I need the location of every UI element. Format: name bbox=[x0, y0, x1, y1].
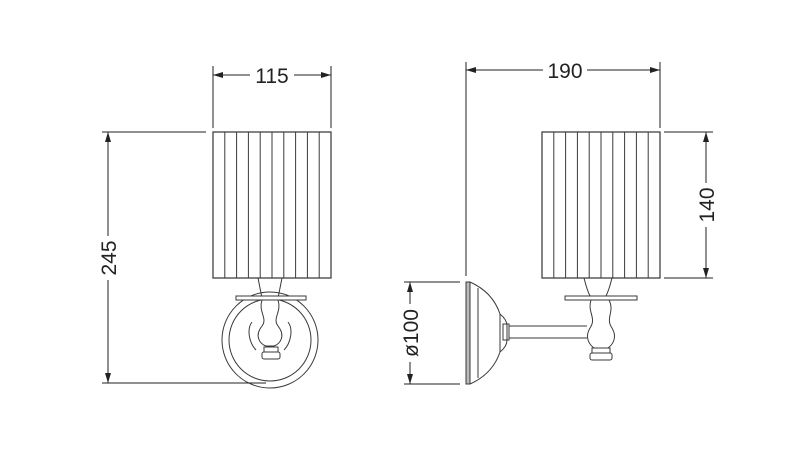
side-candle-vase bbox=[587, 299, 615, 349]
side-shade-pleats bbox=[553, 132, 649, 278]
dim-label-diameter: ø100 bbox=[400, 309, 423, 357]
side-view bbox=[465, 131, 661, 385]
dimension-190: 190 bbox=[466, 60, 660, 276]
front-base-ring bbox=[263, 346, 279, 353]
side-drip-plate bbox=[564, 295, 638, 301]
front-base-foot bbox=[261, 351, 281, 360]
front-arm-loop bbox=[248, 321, 292, 351]
front-shade-pleats bbox=[224, 132, 320, 278]
side-base-foot bbox=[589, 352, 613, 361]
side-dome-cap bbox=[499, 313, 508, 353]
front-drip-plate bbox=[235, 295, 307, 301]
front-backplate-outer bbox=[221, 291, 319, 389]
front-candle-vase bbox=[257, 299, 283, 347]
dimension-245: 245 bbox=[98, 132, 266, 383]
dimension-140: 140 bbox=[664, 132, 719, 278]
side-base-ring bbox=[591, 347, 611, 354]
dim-label-height: 245 bbox=[98, 240, 121, 275]
dimension-115: 115 bbox=[213, 65, 331, 128]
front-neck bbox=[257, 277, 283, 299]
front-view bbox=[212, 131, 332, 389]
front-backplate-inner bbox=[228, 298, 312, 382]
side-backplate bbox=[465, 281, 471, 385]
dim-label-width: 115 bbox=[255, 65, 288, 88]
dim-label-depth: 190 bbox=[547, 60, 582, 83]
side-neck bbox=[583, 277, 613, 297]
dim-label-shade-height: 140 bbox=[696, 187, 719, 222]
dimension-diameter-100: ø100 bbox=[400, 282, 460, 384]
side-arm bbox=[509, 325, 587, 339]
side-arm-collar bbox=[502, 323, 510, 341]
side-dome bbox=[469, 281, 501, 385]
